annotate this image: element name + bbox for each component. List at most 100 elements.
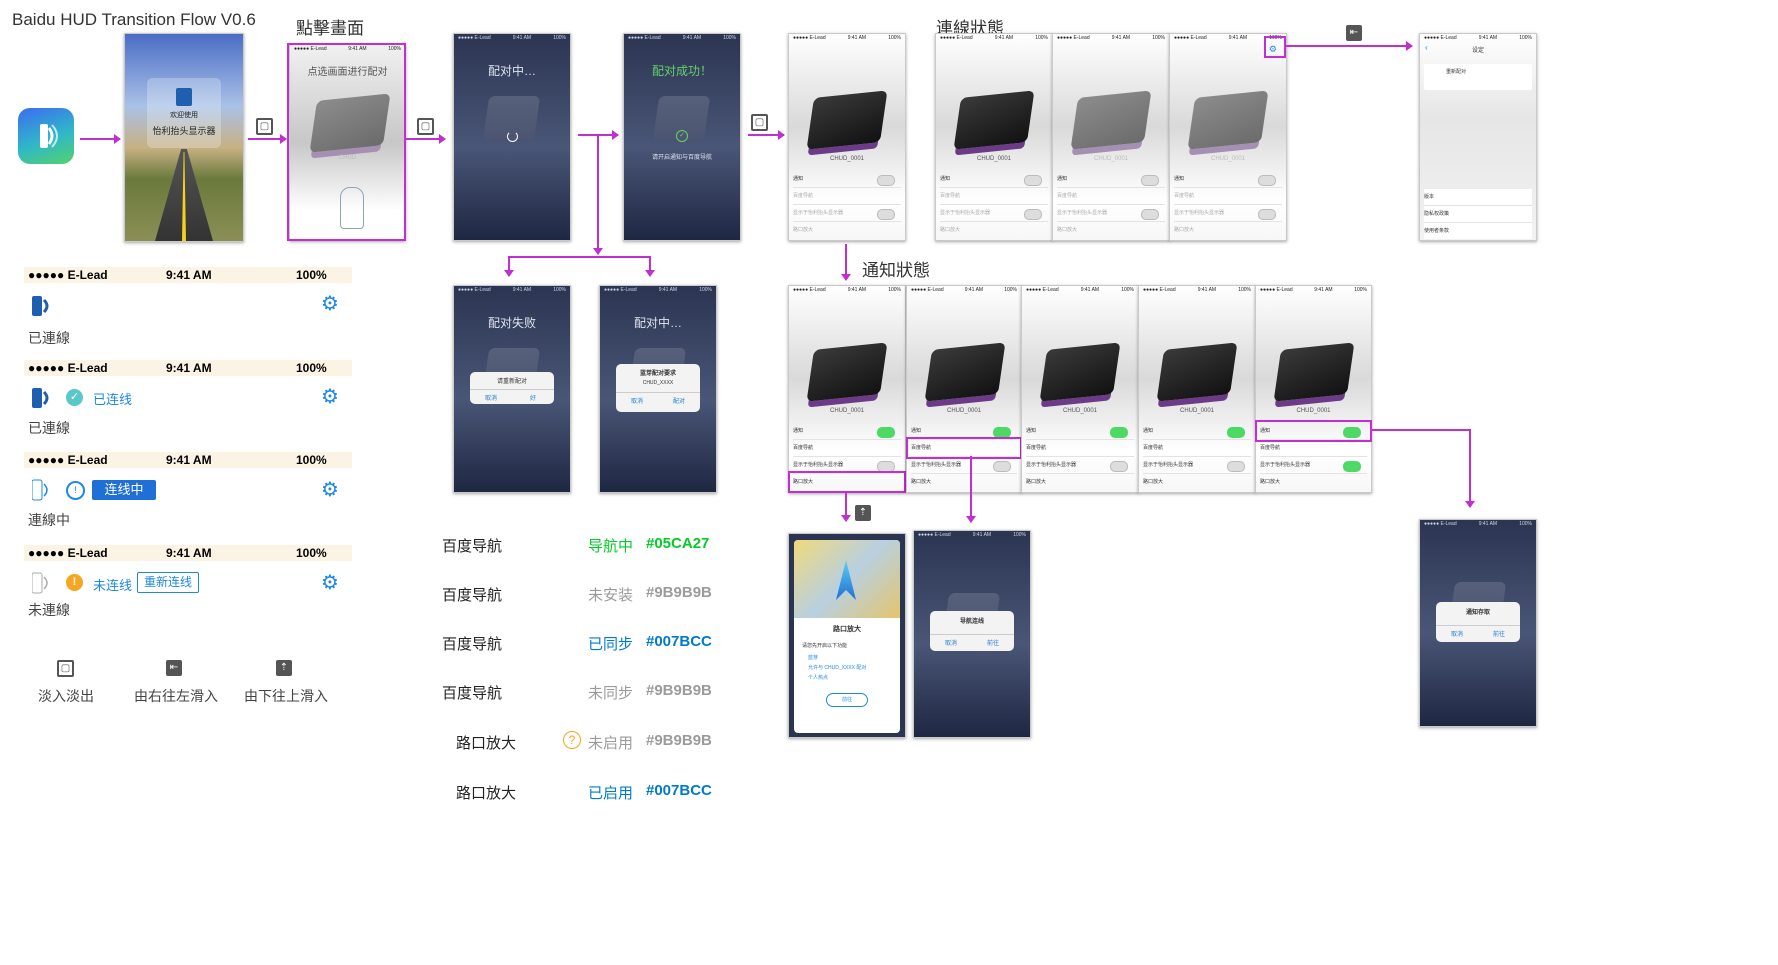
notify-toggle[interactable] bbox=[1227, 427, 1245, 438]
row-privacy[interactable]: 隐私权政策 bbox=[1424, 206, 1532, 223]
check-circle-icon: ✓ bbox=[66, 389, 83, 406]
notify-toggle[interactable] bbox=[1110, 427, 1128, 438]
settings-title: 设定 bbox=[1471, 48, 1484, 54]
junction-go-button[interactable]: 前往 bbox=[826, 693, 868, 707]
row-junction: 路口放大 bbox=[911, 479, 932, 485]
state-caption: 已連線 bbox=[28, 420, 70, 436]
hud-toggle[interactable] bbox=[877, 209, 895, 220]
slide-left-legend-label: 由右往左滑入 bbox=[134, 688, 218, 704]
row-notify: 通知 bbox=[793, 171, 901, 188]
hud-toggle[interactable] bbox=[1343, 461, 1361, 472]
row-show-hud: 显示于怡利抬头显示器 bbox=[1057, 205, 1165, 222]
row-notify: 通知 bbox=[1260, 423, 1367, 440]
hud-device-image bbox=[1156, 342, 1238, 402]
row-junction: 路口放大 bbox=[1057, 227, 1078, 233]
dialog-go-button[interactable]: 前往 bbox=[986, 641, 999, 647]
row-terms[interactable]: 使用者条款 bbox=[1424, 223, 1532, 239]
notify-toggle[interactable] bbox=[1141, 175, 1159, 186]
hud-toggle[interactable] bbox=[1141, 209, 1159, 220]
pair-success-subtitle: 请开启通知与百度导航 bbox=[651, 155, 712, 161]
slide-up-legend-label: 由下往上滑入 bbox=[244, 688, 328, 704]
dialog-cancel-button[interactable]: 取消 bbox=[1450, 632, 1463, 638]
dialog-ok-button[interactable]: 好 bbox=[529, 396, 536, 402]
settings-gear-icon[interactable]: ⚙ bbox=[1268, 44, 1277, 54]
dialog-cancel-button[interactable]: 取消 bbox=[484, 396, 497, 402]
flow-arrow bbox=[748, 130, 785, 140]
hud-connecting-icon bbox=[31, 478, 54, 502]
hud-toggle[interactable] bbox=[1110, 461, 1128, 472]
row-show-hud: 显示于怡利抬头显示器 bbox=[1260, 457, 1367, 474]
app-icon bbox=[18, 108, 74, 164]
welcome-panel: 欢迎使用 怡利抬头显示器 bbox=[147, 78, 221, 148]
dialog-title: 导航连线 bbox=[959, 619, 984, 625]
fade-transition-icon: ▢ bbox=[417, 118, 434, 135]
dialog-pair-button[interactable]: 配对 bbox=[672, 399, 685, 405]
slide-up-legend-icon: ⇡ bbox=[276, 660, 292, 676]
warning-icon: ! bbox=[66, 574, 83, 591]
flow-arrow-down bbox=[593, 136, 603, 255]
settings-gear-icon[interactable]: ⚙ bbox=[321, 293, 339, 315]
color-row-label: 路口放大 bbox=[456, 735, 517, 752]
row-notify: 通知 bbox=[1143, 423, 1251, 440]
settings-gear-icon[interactable]: ⚙ bbox=[321, 572, 339, 594]
hud-toggle[interactable] bbox=[1227, 461, 1245, 472]
connecting-button[interactable]: 连线中 bbox=[92, 480, 156, 500]
hud-toggle[interactable] bbox=[993, 461, 1011, 472]
notify-toggle[interactable] bbox=[1024, 175, 1042, 186]
notify-access-dialog: 通知存取 取消前往 bbox=[1436, 602, 1520, 642]
nav-link-dialog: 导航连线 取消 前往 bbox=[930, 611, 1014, 651]
dialog-title: 请重新配对 bbox=[496, 379, 527, 385]
pair-fail-title: 配对失败 bbox=[487, 316, 536, 330]
row-baidu-nav: 百度导航 bbox=[1260, 440, 1367, 457]
state-caption: 連線中 bbox=[28, 512, 70, 528]
hud-device-image bbox=[806, 90, 888, 150]
row-junction: 路口放大 bbox=[1143, 479, 1164, 485]
repair-card[interactable]: 重新配对 bbox=[1424, 64, 1532, 90]
repair-dialog: 请重新配对 取消 好 bbox=[470, 372, 554, 404]
junction-item3: 个人热点 bbox=[808, 675, 829, 681]
check-icon: ✓ bbox=[676, 130, 688, 142]
notify-toggle[interactable] bbox=[1343, 427, 1361, 438]
row-junction: 路口放大 bbox=[793, 479, 814, 485]
notify-toggle[interactable] bbox=[877, 427, 895, 438]
junction-illustration bbox=[794, 540, 900, 618]
junction-title: 路口放大 bbox=[833, 626, 861, 633]
dialog-cancel-button[interactable]: 取消 bbox=[630, 399, 643, 405]
flow-arrow bbox=[578, 130, 619, 140]
hud-device-image bbox=[953, 90, 1035, 150]
reconnect-button[interactable]: 重新连线 bbox=[137, 572, 199, 593]
row-notify: 通知 bbox=[1174, 171, 1282, 188]
road-line bbox=[182, 152, 186, 241]
color-row-label: 百度导航 bbox=[442, 587, 503, 604]
spinner-icon bbox=[507, 131, 518, 142]
hud-toggle[interactable] bbox=[1024, 209, 1042, 220]
hud-device-image bbox=[924, 342, 1006, 402]
notify-toggle[interactable] bbox=[1258, 175, 1276, 186]
dialog-body: CHUD_XXXX bbox=[642, 380, 674, 386]
hud-toggle[interactable] bbox=[1258, 209, 1276, 220]
row-junction: 路口放大 bbox=[940, 227, 961, 233]
tap-pair-title: 点选画面进行配对 bbox=[307, 67, 388, 78]
flow-arrow bbox=[1286, 41, 1413, 51]
settings-gear-icon[interactable]: ⚙ bbox=[321, 479, 339, 501]
color-row-hex: #9B9B9B bbox=[646, 682, 712, 699]
color-row-hex: #007BCC bbox=[646, 782, 712, 799]
dialog-go-button[interactable]: 前往 bbox=[1492, 632, 1505, 638]
flow-arrow bbox=[80, 134, 121, 144]
settings-gear-icon[interactable]: ⚙ bbox=[321, 386, 339, 408]
device-name: CHUD_0001 bbox=[829, 408, 865, 414]
device-name: CHUD_0001 bbox=[829, 156, 865, 162]
color-row-status: 未启用 bbox=[588, 735, 634, 752]
dialog-cancel-button[interactable]: 取消 bbox=[944, 641, 957, 647]
notify-toggle[interactable] bbox=[877, 175, 895, 186]
row-baidu-nav: 百度导航 bbox=[1143, 440, 1251, 457]
slide-left-transition-icon: ⇤ bbox=[1346, 25, 1362, 41]
back-chevron-icon[interactable]: ‹ bbox=[1425, 43, 1428, 52]
